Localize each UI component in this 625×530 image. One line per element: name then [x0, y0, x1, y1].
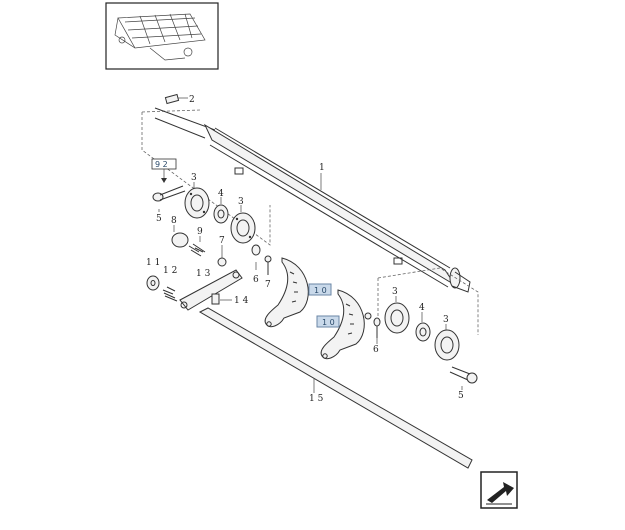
leader-lines: [158, 173, 463, 390]
label-part-15: 1 5: [309, 394, 324, 404]
label-part-13: 1 3: [196, 269, 211, 279]
bearing-flange-left: [184, 187, 256, 244]
label-part-2: 2: [189, 95, 195, 105]
bolt-part-5-right: [449, 366, 478, 384]
label-part-6-a: 6: [253, 275, 259, 285]
label-part-1: 1: [319, 163, 325, 173]
label-part-3-a: 3: [191, 173, 197, 183]
label-part-8: 8: [171, 216, 177, 226]
reference-box-label: 9 2: [155, 160, 168, 169]
cam-segment-lower: [320, 289, 365, 360]
label-part-4-a: 4: [218, 189, 224, 199]
label-part-7-a: 7: [219, 236, 225, 246]
label-part-11: 1 1: [146, 258, 160, 268]
label-part-12: 1 2: [163, 266, 177, 276]
label-part-5-a: 5: [156, 214, 162, 224]
next-page-arrow-icon[interactable]: [480, 471, 518, 509]
label-part-14: 1 4: [234, 296, 249, 306]
label-part-3-d: 3: [443, 315, 449, 325]
bearing-flange-right: [364, 267, 479, 361]
main-shaft: [141, 107, 471, 293]
label-part-3-b: 3: [238, 197, 244, 207]
cam-segment-upper: [264, 257, 309, 328]
callout-part-10-upper[interactable]: 1 0: [308, 283, 332, 296]
rod-part-15: [198, 307, 473, 469]
assembly-thumbnail-icon[interactable]: [105, 2, 219, 70]
label-part-9: 9: [197, 227, 203, 237]
reference-box[interactable]: [151, 158, 177, 183]
pin-part-2: [164, 93, 188, 105]
bolt-part-5-left: [152, 185, 186, 202]
label-part-3-c: 3: [392, 287, 398, 297]
callout-label-lower: 1 0: [322, 318, 335, 327]
callout-part-10-lower[interactable]: 1 0: [316, 315, 340, 328]
part-labels: 2 1 9 2 3 4 3 5 8 9 7 6 7 1 1 1 2 1 3 1 …: [146, 95, 464, 404]
label-part-5-b: 5: [458, 391, 464, 401]
callout-label-upper: 1 0: [314, 286, 327, 295]
label-part-6-b: 6: [373, 345, 379, 355]
small-parts-left: [171, 232, 272, 275]
label-part-7-b: 7: [265, 280, 271, 290]
lever-part-13: [179, 269, 243, 311]
spring-washer: [146, 275, 178, 302]
label-part-4-b: 4: [419, 303, 425, 313]
